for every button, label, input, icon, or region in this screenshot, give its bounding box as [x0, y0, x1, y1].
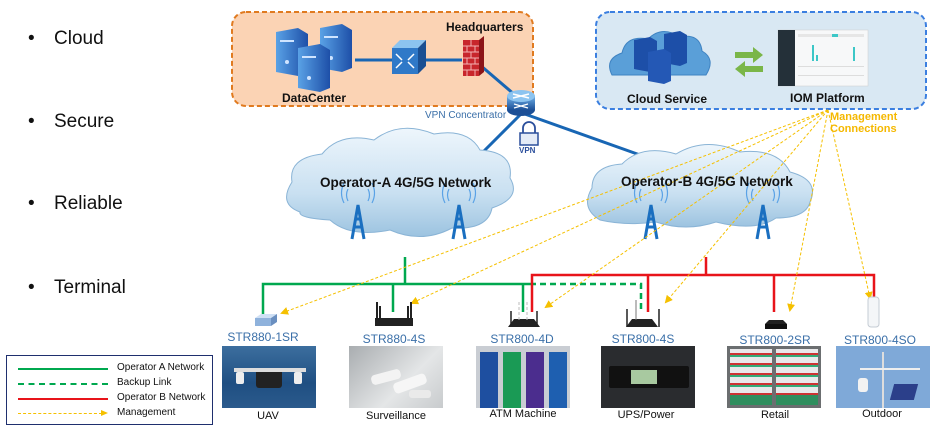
vpn-router-icon	[507, 90, 535, 116]
link-vpn-operator-a	[478, 113, 522, 157]
device-model-label: STR800-4D	[490, 332, 554, 346]
cloud-service-icon	[609, 31, 711, 84]
server-icon	[298, 44, 330, 92]
outdoor-photo	[836, 346, 930, 408]
legend-swatch	[18, 368, 108, 370]
application-caption: Surveillance	[366, 410, 426, 422]
bullet-terminal: •Terminal	[28, 277, 126, 298]
application-caption: ATM Machine	[489, 408, 557, 420]
legend-swatch	[18, 383, 108, 385]
device-model-label: STR800-4SO	[843, 333, 917, 347]
router-str800-2sr-icon	[765, 320, 787, 329]
router-str880-4s-icon	[375, 302, 413, 326]
atm-photo	[476, 346, 570, 408]
bullet-text: Reliable	[54, 193, 123, 214]
operator-b-cloud	[587, 143, 813, 228]
cell-tower-icon	[633, 182, 669, 240]
vpn-label: VPN	[519, 146, 536, 155]
bullet-secure: •Secure	[28, 111, 115, 132]
legend-swatch	[18, 398, 108, 400]
iom-platform-screenshot	[777, 29, 869, 87]
legend-item-management: Management	[7, 407, 212, 421]
application-caption: UAV	[257, 410, 279, 422]
headquarters-label: Headquarters	[446, 20, 524, 34]
legend-label: Operator B Network	[117, 392, 206, 403]
legend-item-operator-b: Operator B Network	[7, 392, 212, 406]
backup-link	[530, 282, 643, 312]
legend-item-operator-a: Operator A Network	[7, 362, 212, 376]
operator-a-network-label: Operator-A 4G/5G Network	[320, 175, 492, 190]
management-label-line2: Connections	[830, 123, 897, 135]
application-caption: Outdoor	[862, 408, 902, 420]
arrow-head-icon	[101, 410, 108, 416]
legend-item-backup-link: Backup Link	[7, 377, 212, 391]
device-model-label: STR880-1SR	[227, 330, 299, 344]
lock-icon	[519, 121, 539, 146]
cloud-service-label: Cloud Service	[627, 92, 708, 106]
router-str800-4so-icon	[867, 296, 880, 328]
legend-label: Operator A Network	[117, 362, 205, 373]
management-links	[280, 109, 873, 315]
surveillance-photo	[349, 346, 443, 408]
bullet-cloud: •Cloud	[28, 28, 104, 49]
vpn-concentrator-label: VPN Concentrator	[425, 110, 507, 121]
bullet-reliable: •Reliable	[28, 193, 123, 214]
sync-arrows-icon	[735, 47, 763, 77]
management-label-line1: Management	[830, 111, 898, 123]
uav-photo	[222, 346, 316, 408]
ups-photo	[601, 346, 695, 408]
datacenter-label: DataCenter	[282, 91, 347, 105]
link-vpn-operator-b	[521, 111, 641, 157]
cell-tower-icon	[441, 182, 477, 240]
operator-b-links	[530, 257, 876, 312]
operator-a-cloud	[286, 127, 514, 238]
operator-a-links	[261, 257, 530, 318]
router-str880-1sr-icon	[255, 314, 277, 326]
iom-platform-label: IOM Platform	[790, 91, 865, 105]
link-firewall-vpn	[479, 63, 516, 97]
application-caption: Retail	[760, 409, 790, 421]
router-str800-4d-icon	[508, 302, 540, 327]
firewall-icon	[463, 36, 484, 76]
management-connections-label: Management Connections	[830, 111, 897, 135]
cell-tower-icon	[745, 182, 781, 240]
legend-label: Backup Link	[117, 377, 172, 388]
cell-tower-icon	[340, 182, 376, 240]
switch-icon	[392, 40, 426, 74]
application-caption: UPS/Power	[617, 409, 675, 421]
bullet-text: Terminal	[54, 277, 126, 298]
device-model-label: STR800-2SR	[739, 333, 811, 347]
legend-label: Management	[117, 407, 176, 418]
legend: Operator A Network Backup Link Operator …	[6, 355, 213, 425]
router-str800-4s-icon	[626, 300, 660, 327]
device-model-label: STR880-4S	[362, 332, 426, 346]
operator-b-network-label: Operator-B 4G/5G Network	[621, 174, 793, 189]
retail-photo	[727, 346, 821, 408]
device-model-label: STR800-4S	[611, 332, 675, 346]
legend-swatch	[18, 413, 102, 414]
bullet-text: Secure	[54, 111, 115, 132]
bullet-text: Cloud	[54, 28, 104, 49]
